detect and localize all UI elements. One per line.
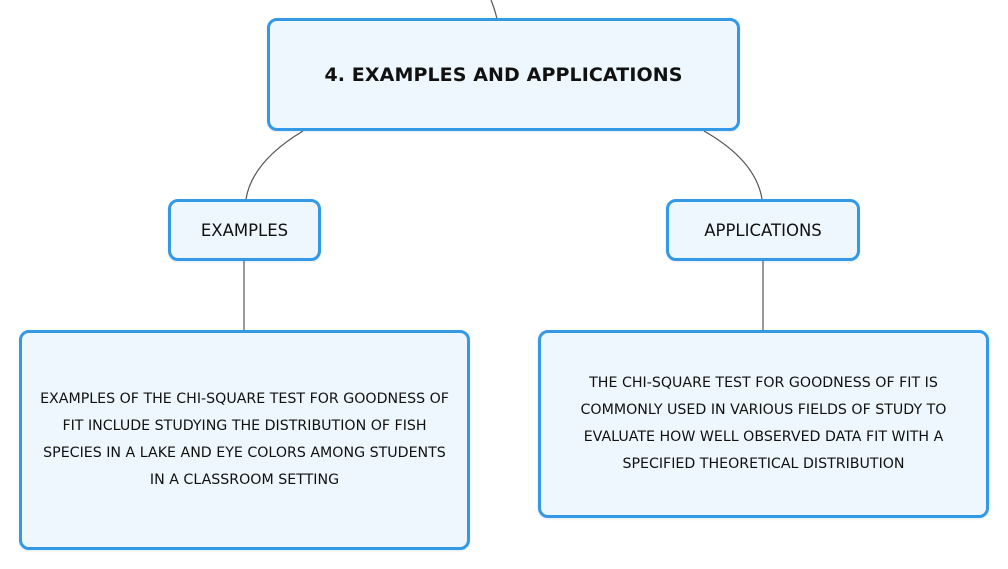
applications-node-label: APPLICATIONS <box>704 220 822 240</box>
incoming-connector <box>490 0 498 20</box>
examples-detail-node[interactable]: EXAMPLES OF THE CHI-SQUARE TEST FOR GOOD… <box>19 330 470 550</box>
connector-root-to-applications <box>703 130 763 200</box>
examples-detail-text: EXAMPLES OF THE CHI-SQUARE TEST FOR GOOD… <box>40 391 449 488</box>
connector-root-to-examples <box>245 130 304 200</box>
examples-node[interactable]: EXAMPLES <box>168 199 321 261</box>
applications-node[interactable]: APPLICATIONS <box>666 199 860 261</box>
root-node-title: 4. EXAMPLES AND APPLICATIONS <box>324 63 683 86</box>
root-node[interactable]: 4. EXAMPLES AND APPLICATIONS <box>267 18 740 131</box>
applications-detail-text: THE CHI-SQUARE TEST FOR GOODNESS OF FIT … <box>580 375 947 472</box>
applications-detail-node[interactable]: THE CHI-SQUARE TEST FOR GOODNESS OF FIT … <box>538 330 989 518</box>
examples-node-label: EXAMPLES <box>200 220 289 240</box>
